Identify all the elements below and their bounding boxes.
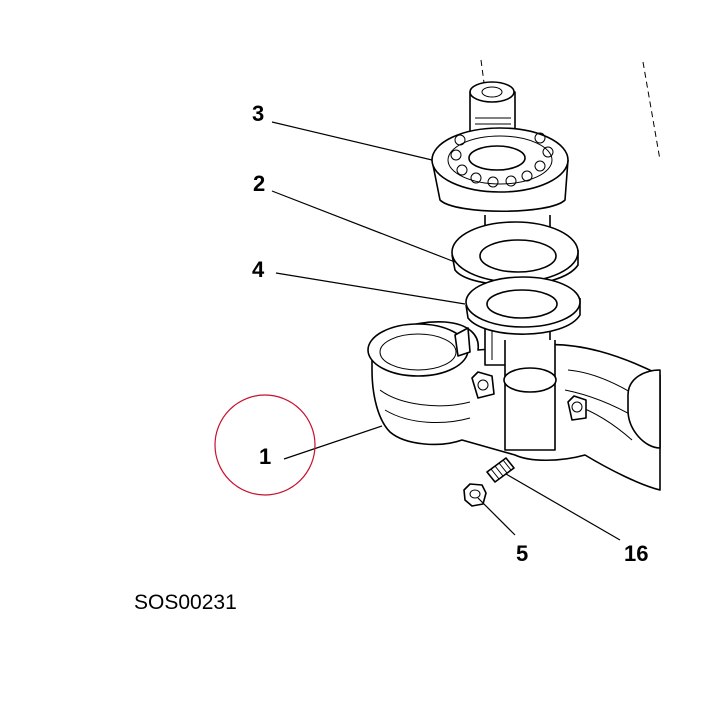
stud [486, 457, 515, 483]
callout-4: 4 [252, 257, 265, 282]
callout-3: 3 [252, 101, 264, 126]
callout-16: 16 [624, 541, 648, 566]
callout-5: 5 [516, 541, 528, 566]
leader-lines [271, 121, 621, 541]
seal-ring [451, 221, 579, 286]
washer [465, 276, 581, 335]
highlight-circle [214, 394, 316, 496]
callout-1: 1 [259, 444, 271, 469]
taper-roller-bearing [431, 127, 569, 213]
drawing-code: SOS00231 [134, 591, 237, 614]
callout-2: 2 [253, 171, 265, 196]
